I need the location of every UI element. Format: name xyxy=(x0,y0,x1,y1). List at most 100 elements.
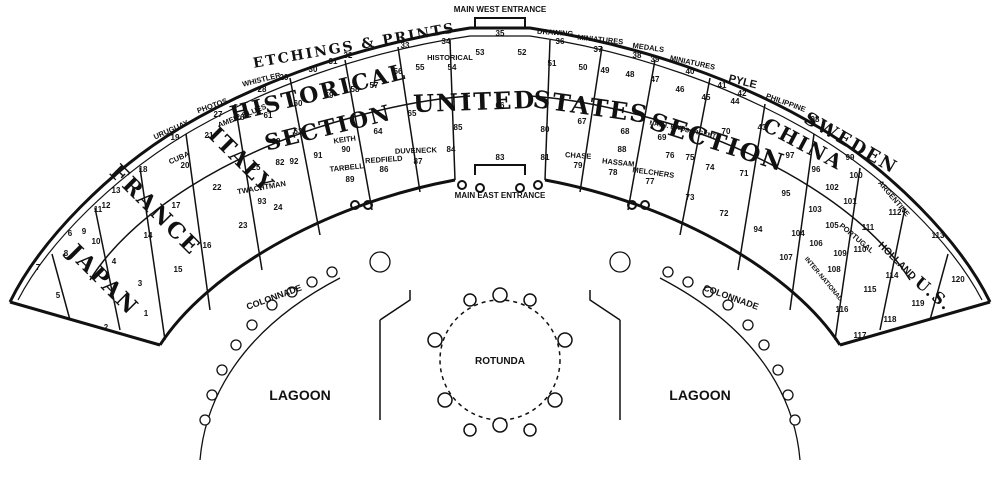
room-59: 59 xyxy=(325,91,334,100)
room-114: 114 xyxy=(886,271,899,280)
room-21: 21 xyxy=(205,131,214,140)
rotunda-piers xyxy=(427,287,573,437)
room-3: 3 xyxy=(138,279,143,288)
room-52: 52 xyxy=(518,48,527,57)
room-118: 118 xyxy=(884,315,897,324)
japan-label: JAPAN xyxy=(61,238,144,321)
redfield-label: REDFIELD xyxy=(365,154,404,166)
main-west-entrance-label: MAIN WEST ENTRANCE xyxy=(454,5,547,14)
rotunda-label: ROTUNDA xyxy=(475,356,525,367)
room-4: 4 xyxy=(112,257,117,266)
room-54: 54 xyxy=(448,63,457,72)
room-65: 65 xyxy=(408,109,417,118)
room-79: 79 xyxy=(574,161,583,170)
room-15: 15 xyxy=(174,265,183,274)
room-78: 78 xyxy=(609,168,618,177)
outer-wall xyxy=(8,26,992,303)
room-96: 96 xyxy=(812,165,821,174)
room-5: 5 xyxy=(56,291,61,300)
room-38: 38 xyxy=(633,51,642,60)
east-entrance-notch xyxy=(474,164,526,175)
keith-label: KEITH xyxy=(333,134,357,146)
room-25: 25 xyxy=(252,163,261,172)
france-label: FRANCE xyxy=(104,159,205,260)
room-70: 70 xyxy=(722,127,731,136)
room-89: 89 xyxy=(346,175,355,184)
lagoon-west-label: LAGOON xyxy=(269,387,330,403)
room-71: 71 xyxy=(740,169,749,178)
room-19: 19 xyxy=(171,133,180,142)
room-11: 11 xyxy=(94,205,103,214)
room-88: 88 xyxy=(618,145,627,154)
room-49: 49 xyxy=(601,66,610,75)
room-66: 66 xyxy=(496,101,505,110)
room-35: 35 xyxy=(496,29,505,38)
room-63: 63 xyxy=(294,127,303,136)
room-98: 98 xyxy=(811,115,820,124)
room-100: 100 xyxy=(849,171,863,180)
room-92: 92 xyxy=(290,157,299,166)
chase-label: CHASE xyxy=(565,150,592,161)
room-115: 115 xyxy=(864,285,877,294)
etchings-prints-label: ETCHINGS & PRINTS xyxy=(252,20,457,71)
room-55: 55 xyxy=(416,63,425,72)
room-106: 106 xyxy=(809,239,823,248)
partitions xyxy=(51,39,949,341)
main-east-entrance-label: MAIN EAST ENTRANCE xyxy=(455,191,546,200)
room-112: 112 xyxy=(889,208,902,217)
room-36: 36 xyxy=(556,37,565,46)
room-74: 74 xyxy=(706,163,715,172)
historical-room-label: HISTORICAL xyxy=(427,53,473,62)
room-119: 119 xyxy=(912,299,925,308)
room-46: 46 xyxy=(676,85,685,94)
room-62: 62 xyxy=(272,137,281,146)
room-110: 110 xyxy=(854,245,867,254)
room-102: 102 xyxy=(825,183,839,192)
room-90: 90 xyxy=(342,145,351,154)
duveneck-label: DUVENECK xyxy=(395,145,438,155)
tarbell-label: TARBELL xyxy=(329,161,365,174)
room-28: 28 xyxy=(258,85,267,94)
room-84: 84 xyxy=(447,145,456,154)
entrance-markers xyxy=(350,17,650,210)
room-26: 26 xyxy=(236,113,245,122)
room-44: 44 xyxy=(731,97,740,106)
room-30: 30 xyxy=(309,65,318,74)
room-1: 1 xyxy=(144,309,149,318)
room-68: 68 xyxy=(621,127,630,136)
room-69: 69 xyxy=(658,133,667,142)
room-39: 39 xyxy=(651,55,660,64)
outer-wall-inner-line xyxy=(17,35,983,301)
room-86: 86 xyxy=(380,165,389,174)
room-34: 34 xyxy=(442,37,451,46)
room-27: 27 xyxy=(214,110,223,119)
room-24: 24 xyxy=(274,203,283,212)
lagoon-east-label: LAGOON xyxy=(669,387,730,403)
room-17: 17 xyxy=(172,201,181,210)
hassam-label: HASSAM xyxy=(602,156,635,168)
room-numbers: 1 2 3 4 5 6 7 8 9 10 11 12 13 14 15 16 1… xyxy=(36,29,965,340)
end-wall-east xyxy=(839,300,991,347)
drawing-label: DRAWING xyxy=(537,27,574,39)
room-12: 12 xyxy=(102,201,111,210)
room-43: 43 xyxy=(758,123,767,132)
room-80: 80 xyxy=(541,125,550,134)
west-entrance-notch xyxy=(474,17,526,28)
room-33: 33 xyxy=(401,41,410,50)
gallery-arc xyxy=(8,26,992,347)
end-wall-west xyxy=(9,300,161,347)
room-16: 16 xyxy=(203,241,212,250)
colonnade-east xyxy=(609,251,801,461)
room-75: 75 xyxy=(686,153,695,162)
room-82: 82 xyxy=(276,158,285,167)
room-10: 10 xyxy=(92,237,101,246)
room-48: 48 xyxy=(626,70,635,79)
room-61: 61 xyxy=(264,111,273,120)
room-18: 18 xyxy=(139,165,148,174)
room-23: 23 xyxy=(239,221,248,230)
room-64: 64 xyxy=(374,127,383,136)
room-81: 81 xyxy=(541,153,550,162)
inner-wall-east xyxy=(544,178,842,346)
room-50: 50 xyxy=(579,63,588,72)
international-label: INTER-NATIONAL xyxy=(803,256,844,302)
